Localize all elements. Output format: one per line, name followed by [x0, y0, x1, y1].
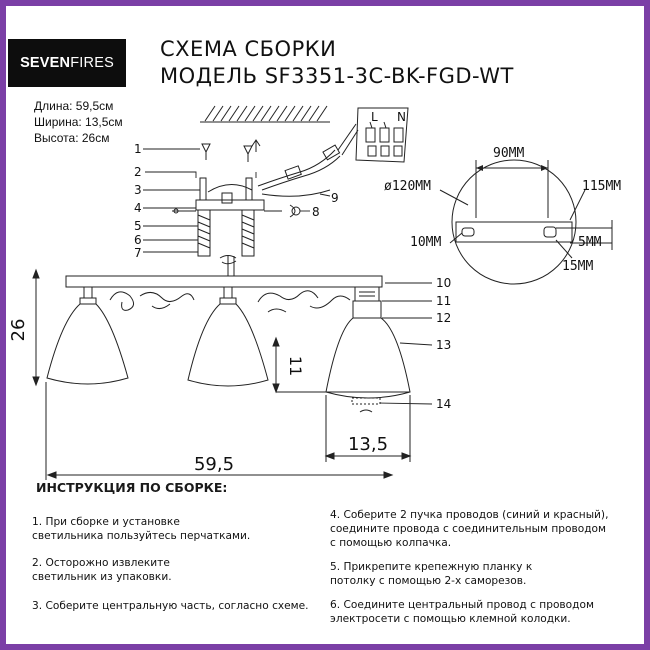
instruction-step-4: 4. Соберите 2 пучка проводов (синий и кр…	[330, 508, 608, 550]
dimension-width: Ширина: 13,5см	[34, 115, 123, 129]
hole-right-label: 5MM	[578, 235, 602, 250]
step-4-line-1: 4. Соберите 2 пучка проводов (синий и кр…	[330, 509, 609, 521]
part-number-14: 14	[436, 397, 451, 411]
height-dim-label: 26	[8, 319, 29, 342]
part-number-13: 13	[436, 338, 451, 352]
ceiling-screws	[201, 139, 261, 162]
slot-label: 15MM	[562, 259, 593, 274]
instruction-step-1: 1. При сборке и установке светильника по…	[32, 515, 250, 543]
step-5-line-1: 5. Прикрепите крепежную планку к	[330, 561, 533, 573]
instruction-step-3: 3. Соберите центральную часть, согласно …	[32, 599, 309, 613]
step-4-line-3: с помощью колпачка.	[330, 537, 452, 549]
instruction-step-5: 5. Прикрепите крепежную планку к потолку…	[330, 560, 532, 588]
plate-diameter-label: ø120MM	[384, 179, 431, 194]
part-number-1: 1	[134, 142, 142, 156]
step-6-line-1: 6. Соедините центральный провод с провод…	[330, 599, 594, 611]
brand-part-1: SEVEN	[20, 55, 71, 71]
step-1-line-1: 1. При сборке и установке	[32, 516, 180, 528]
shade-height-dim-label: 11	[286, 356, 305, 376]
part-number-2: 2	[134, 165, 142, 179]
step-3-line-1: 3. Соберите центральную часть, согласно …	[32, 600, 309, 612]
lamp-shades	[46, 286, 411, 413]
terminal-label-n: N	[397, 110, 406, 124]
mount-plate-detail	[439, 159, 613, 285]
shade-width-dim-label: 13,5	[348, 434, 388, 455]
part-number-5: 5	[134, 219, 142, 233]
brand-part-2: FIRES	[70, 55, 114, 71]
step-6-line-2: электросети с помощью клемной колодки.	[330, 613, 571, 625]
wire-bundle	[257, 123, 359, 197]
dimension-length: Длина: 59,5см	[34, 99, 114, 113]
part-number-4: 4	[134, 201, 142, 215]
part-number-7: 7	[134, 246, 142, 260]
step-4-line-2: соедините провода с соединительным прово…	[330, 523, 606, 535]
step-5-line-2: потолку с помощью 2-х саморезов.	[330, 575, 527, 587]
instructions-heading: ИНСТРУКЦИЯ ПО СБОРКЕ:	[36, 480, 228, 495]
total-length-dim-label: 59,5	[194, 454, 234, 475]
part-leaders	[143, 148, 433, 405]
part-number-6: 6	[134, 233, 142, 247]
plate-span-label: 115MM	[582, 179, 621, 194]
title-line-2: МОДЕЛЬ SF3351-3C-BK-FGD-WT	[160, 64, 514, 88]
dimensions-block: Длина: 59,5см Ширина: 13,5см Высота: 26с…	[34, 98, 123, 146]
terminal-label-l: L	[371, 110, 378, 124]
title-line-1: СХЕМА СБОРКИ	[160, 37, 337, 61]
part-number-9: 9	[331, 191, 339, 205]
part-number-11: 11	[436, 294, 451, 308]
step-2-line-2: светильник из упаковки.	[32, 571, 172, 583]
fixture-body	[65, 256, 383, 313]
part-number-3: 3	[134, 183, 142, 197]
hole-left-label: 10MM	[410, 235, 441, 250]
terminal-block	[355, 107, 409, 163]
part-number-8: 8	[312, 205, 320, 219]
mounting-bracket	[172, 177, 301, 265]
instruction-step-2: 2. Осторожно извлеките светильник из упа…	[32, 556, 172, 584]
instruction-step-6: 6. Соедините центральный провод с провод…	[330, 598, 594, 626]
plate-width-label: 90MM	[493, 146, 524, 161]
step-1-line-2: светильника пользуйтесь перчатками.	[32, 530, 251, 542]
part-number-10: 10	[436, 276, 451, 290]
dimension-lines	[32, 268, 412, 480]
mount-plate-arrows	[476, 165, 548, 171]
ceiling-hatch	[200, 105, 330, 123]
part-number-12: 12	[436, 311, 451, 325]
dimension-height: Высота: 26см	[34, 131, 110, 145]
step-2-line-1: 2. Осторожно извлеките	[32, 557, 170, 569]
